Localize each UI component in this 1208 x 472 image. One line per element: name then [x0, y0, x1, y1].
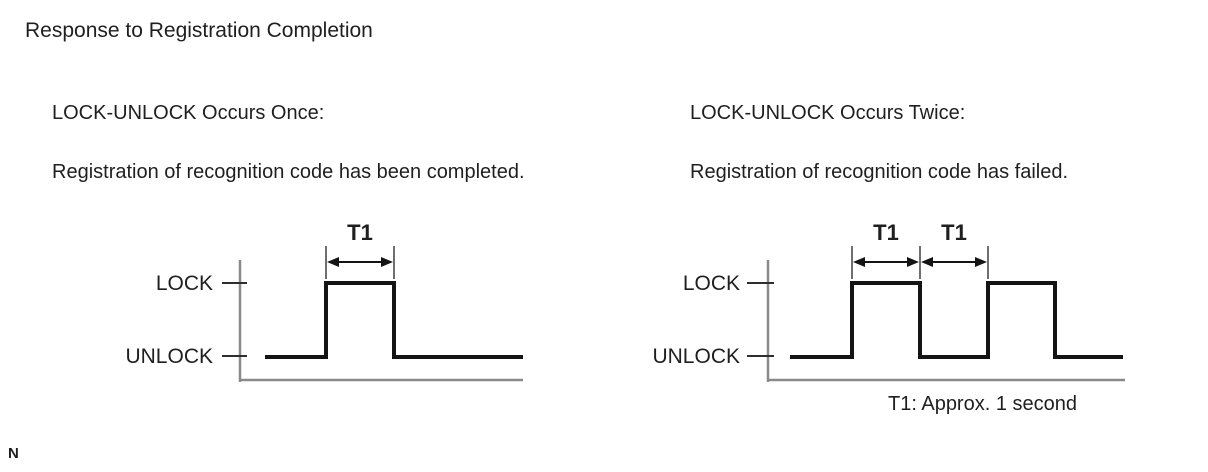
t1-arrowhead-left-icon	[921, 257, 933, 267]
panel-twice-heading: LOCK-UNLOCK Occurs Twice:	[690, 102, 966, 124]
t1-arrowhead-right-icon	[907, 257, 919, 267]
t1-interval-label: T1	[347, 220, 373, 245]
t1-arrowhead-right-icon	[975, 257, 987, 267]
t1-arrowhead-right-icon	[381, 257, 393, 267]
t1-interval-label-second: T1	[941, 220, 967, 245]
signal-waveform	[265, 281, 523, 359]
page-title: Response to Registration Completion	[25, 19, 373, 42]
panel-once-description: Registration of recognition code has bee…	[52, 161, 525, 183]
timing-diagram-twice: LOCK UNLOCK T1 T1	[652, 220, 1125, 382]
unlock-label: UNLOCK	[652, 345, 740, 368]
t1-arrowhead-left-icon	[853, 257, 865, 267]
lock-label: LOCK	[683, 272, 740, 295]
panel-twice-description: Registration of recognition code has fai…	[690, 161, 1069, 183]
t1-interval-label-first: T1	[873, 220, 899, 245]
unlock-label: UNLOCK	[125, 345, 213, 368]
timing-diagram-once: LOCK UNLOCK T1	[125, 220, 523, 382]
lock-label: LOCK	[156, 272, 213, 295]
panel-once-heading: LOCK-UNLOCK Occurs Once:	[52, 102, 325, 124]
footnote-marker: N	[8, 445, 19, 462]
signal-waveform	[790, 281, 1123, 359]
timing-note: T1: Approx. 1 second	[888, 393, 1078, 415]
t1-arrowhead-left-icon	[327, 257, 339, 267]
